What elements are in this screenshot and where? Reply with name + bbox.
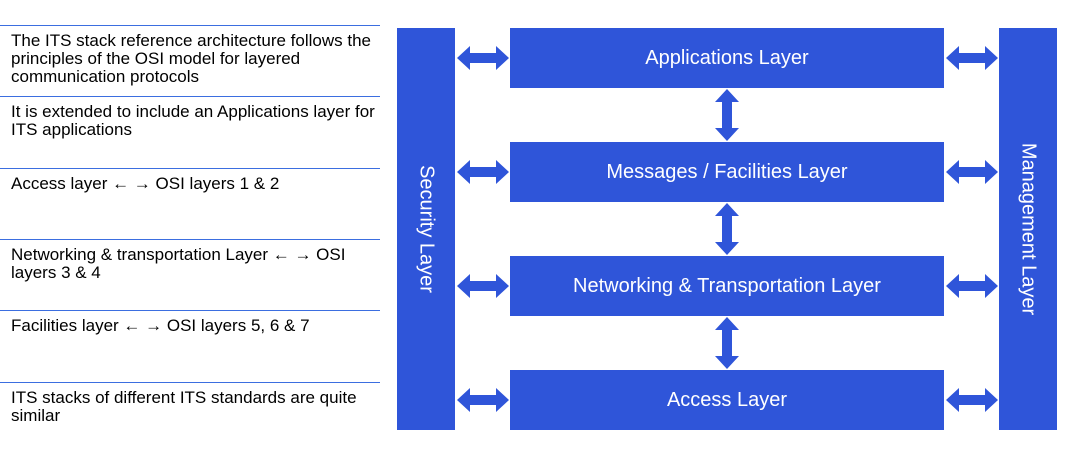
note: Facilities layer ← → OSI layers 5, 6 & 7 [11, 316, 310, 335]
double-arrow-icon [946, 160, 998, 184]
management-layer: Management Layer [999, 28, 1057, 430]
divider [0, 25, 380, 26]
double-arrow-icon [457, 160, 509, 184]
applications-layer-label: Applications Layer [645, 46, 809, 69]
networking-layer-label: Networking & Transportation Layer [573, 274, 881, 297]
vertical-double-arrow-icon [715, 203, 739, 255]
double-arrow-icon [946, 388, 998, 412]
security-layer-label: Security Layer [415, 165, 438, 293]
notes-panel: The ITS stack reference architecture fol… [0, 0, 380, 454]
double-arrow-icon [946, 46, 998, 70]
vertical-double-arrow-icon [715, 317, 739, 369]
note: The ITS stack reference architecture fol… [11, 31, 371, 86]
access-layer: Access Layer [510, 370, 944, 430]
access-layer-label: Access Layer [666, 388, 788, 411]
facilities-layer: Messages / Facilities Layer [510, 142, 944, 202]
applications-layer: Applications Layer [510, 28, 944, 88]
security-layer: Security Layer [397, 28, 455, 430]
vertical-double-arrow-icon [715, 89, 739, 141]
note: ITS stacks of different ITS standards ar… [11, 388, 357, 425]
management-layer-label: Management Layer [1017, 142, 1040, 316]
double-arrow-icon [457, 274, 509, 298]
divider [0, 96, 380, 97]
note: Access layer ← → OSI layers 1 & 2 [11, 174, 280, 193]
double-arrow-icon [946, 274, 998, 298]
divider [0, 239, 380, 240]
divider [0, 310, 380, 311]
divider [0, 382, 380, 383]
divider [0, 168, 380, 169]
note: It is extended to include an Application… [11, 102, 375, 139]
double-arrow-icon [457, 388, 509, 412]
note: Networking & transportation Layer ← → OS… [11, 245, 346, 282]
double-arrow-icon [457, 46, 509, 70]
networking-transportation-layer: Networking & Transportation Layer [510, 256, 944, 316]
facilities-layer-label: Messages / Facilities Layer [606, 160, 848, 183]
